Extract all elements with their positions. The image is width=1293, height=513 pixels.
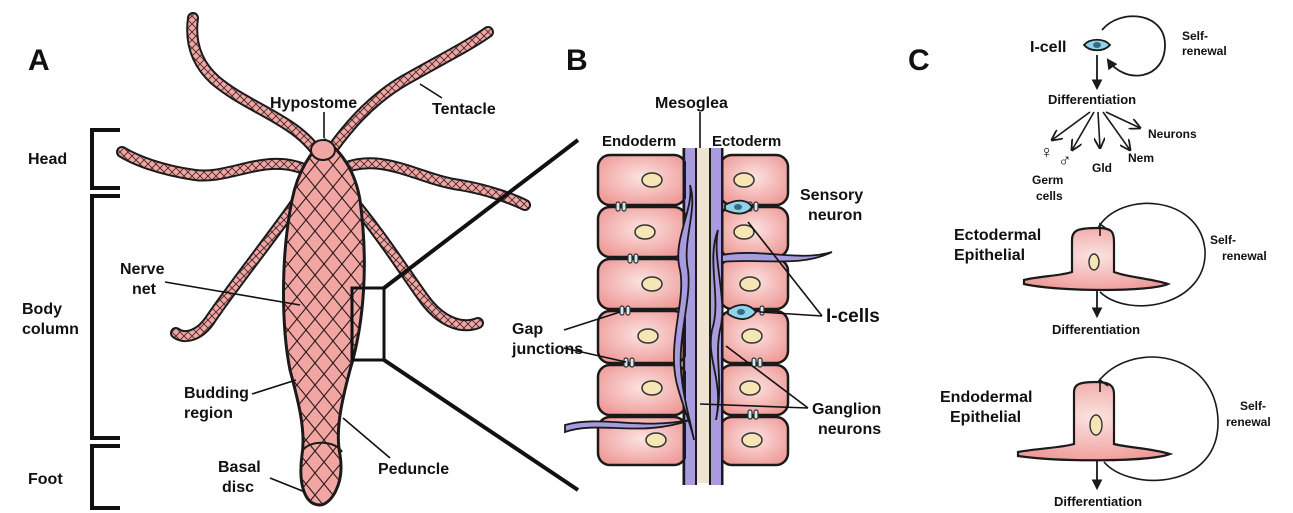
female-symbol-icon: ♀ — [1040, 142, 1054, 162]
label-cells: cells — [1036, 189, 1063, 203]
label-neurons-b: neurons — [818, 421, 881, 438]
label-self-2: Self- — [1210, 233, 1236, 247]
label-ecto-1: Ectodermal — [954, 227, 1041, 244]
label-region: region — [184, 405, 233, 422]
region-brackets — [92, 130, 120, 508]
label-self-3: Self- — [1240, 399, 1266, 413]
label-endoderm: Endoderm — [602, 133, 676, 150]
panel-a-letter: A — [28, 44, 50, 77]
label-column: column — [22, 321, 79, 338]
label-head: Head — [28, 151, 67, 168]
label-differentiation-2: Differentiation — [1052, 322, 1140, 337]
panel-c-letter: C — [908, 44, 930, 77]
label-ganglion: Ganglion — [812, 401, 881, 418]
label-net: net — [132, 281, 157, 298]
label-renewal-3: renewal — [1226, 415, 1271, 429]
label-disc: disc — [222, 479, 254, 496]
panel-c: C I-cell Self- renewal Differentiation ♀… — [908, 16, 1271, 509]
label-endo-2: Epithelial — [950, 409, 1021, 426]
label-mesoglea: Mesoglea — [655, 95, 728, 112]
endoderm-cells — [598, 155, 686, 465]
label-neuron: neuron — [808, 207, 862, 224]
icell-pair — [728, 305, 756, 319]
label-endo-1: Endodermal — [940, 389, 1032, 406]
endo-renewal-loop — [1098, 357, 1218, 480]
male-symbol-icon: ♂ — [1058, 150, 1072, 170]
label-neurons-c: Neurons — [1148, 127, 1197, 141]
differentiation-arrows — [1052, 112, 1140, 150]
label-ecto-2: Epithelial — [954, 247, 1025, 264]
label-renewal-1: renewal — [1182, 44, 1227, 58]
label-ectoderm: Ectoderm — [712, 133, 781, 150]
label-hypostome: Hypostome — [270, 95, 357, 112]
hypostome-dome — [311, 140, 335, 160]
label-body: Body — [22, 301, 62, 318]
label-self-1: Self- — [1182, 29, 1208, 43]
label-differentiation-3: Differentiation — [1054, 494, 1142, 509]
label-differentiation-1: Differentiation — [1048, 92, 1136, 107]
label-basal: Basal — [218, 459, 261, 476]
label-icell: I-cell — [1030, 39, 1066, 56]
label-gld: Gld — [1092, 161, 1112, 175]
zoom-line-top — [384, 140, 578, 288]
label-foot: Foot — [28, 471, 63, 488]
panel-a: A — [22, 18, 578, 508]
label-tentacle: Tentacle — [432, 101, 496, 118]
icell-renewal-loop — [1102, 16, 1165, 75]
label-icells: I-cells — [826, 306, 880, 327]
label-sensory: Sensory — [800, 187, 863, 204]
sensory-neuron — [725, 201, 752, 214]
label-peduncle: Peduncle — [378, 461, 449, 478]
label-budding: Budding — [184, 385, 249, 402]
label-germ: Germ — [1032, 173, 1063, 187]
panel-b-letter: B — [566, 44, 588, 77]
panel-b: B Mesoglea Endoderm Ectoderm — [511, 44, 881, 485]
label-renewal-2: renewal — [1222, 249, 1267, 263]
label-gap: Gap — [512, 321, 543, 338]
label-nerve: Nerve — [120, 261, 165, 278]
label-nem: Nem — [1128, 151, 1154, 165]
